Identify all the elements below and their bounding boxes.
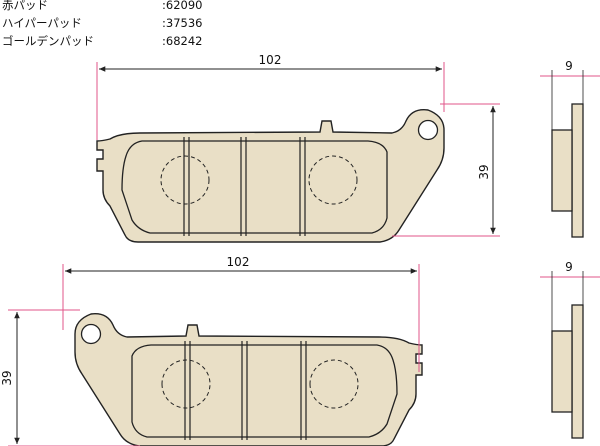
top-pad-front (96, 109, 445, 243)
part-row-hyper: ハイパーパッド :37536 (2, 15, 202, 32)
part-code: :62090 (162, 0, 203, 12)
part-name: ハイパーパッド (2, 16, 82, 30)
bottom-side-backing (571, 304, 584, 439)
top-pad-grooves (183, 137, 306, 236)
bottom-pad-front (74, 313, 423, 446)
bottom-width-dimension: 102 (62, 255, 420, 372)
bottom-height-dimension: 39 (0, 309, 140, 446)
bottom-pad-side: 9 (540, 260, 600, 439)
top-height-label: 39 (477, 164, 491, 179)
top-side-backing (571, 103, 584, 238)
top-thickness-label: 9 (565, 59, 573, 73)
part-name: 赤パッド (2, 0, 48, 12)
top-pad-friction-material (121, 140, 388, 234)
bottom-side-friction (551, 330, 573, 413)
bottom-pad-grooves (184, 341, 307, 440)
part-row-golden: ゴールデンパッド :68242 (2, 33, 202, 50)
bottom-pad-mounting-hole (80, 323, 102, 345)
bottom-pad-friction-material (131, 344, 398, 438)
part-code: :37536 (162, 16, 203, 30)
part-row-red: 赤パッド :62090 (2, 0, 202, 14)
bottom-pad-piston-circle-right (161, 359, 211, 409)
part-name: ゴールデンパッド (2, 34, 94, 48)
bottom-height-label: 39 (0, 370, 14, 385)
top-width-label: 102 (259, 53, 282, 67)
bottom-pad-piston-circle-left (309, 359, 359, 409)
top-pad-piston-circle-right (308, 155, 358, 205)
top-pad-mounting-hole (417, 119, 439, 141)
part-code: :68242 (162, 34, 203, 48)
top-width-dimension: 102 (96, 53, 445, 140)
bottom-width-label: 102 (227, 255, 250, 269)
top-pad-side: 9 (540, 59, 600, 238)
top-pad-piston-circle-left (160, 155, 210, 205)
top-height-dimension: 39 (392, 103, 500, 237)
top-side-friction (551, 129, 573, 212)
bottom-thickness-label: 9 (565, 260, 573, 274)
